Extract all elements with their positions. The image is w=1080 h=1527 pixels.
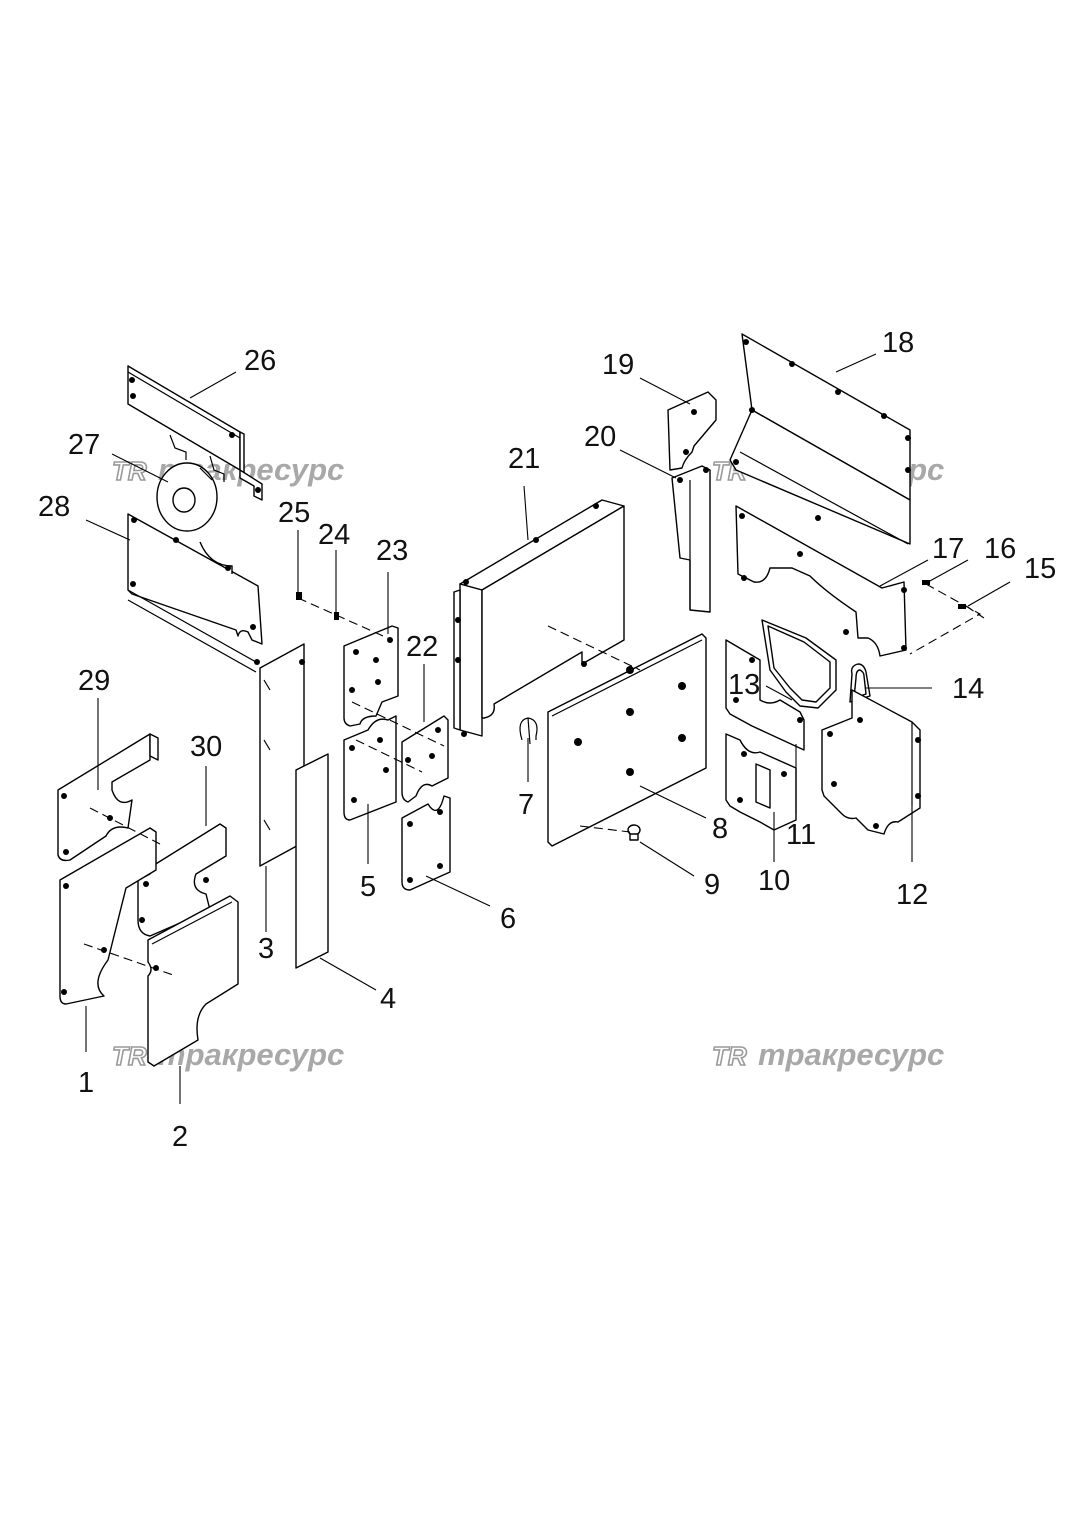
callout-24: 24: [318, 519, 350, 551]
watermark-logo: TR: [712, 1041, 747, 1071]
callout-26: 26: [244, 345, 276, 377]
leader-lines: [85, 353, 1011, 1104]
part-28-panel: [127, 513, 263, 673]
part-5-plate: [343, 715, 397, 821]
part-23-plate: [343, 625, 399, 727]
watermark-bottom-right: TR тракресурс: [711, 1037, 944, 1072]
callout-16: 16: [984, 533, 1016, 565]
callout-3: 3: [258, 933, 274, 965]
part-6-plate: [401, 795, 451, 891]
callout-2: 2: [172, 1121, 188, 1153]
callout-18: 18: [882, 327, 914, 359]
part-17-panel: [735, 505, 907, 657]
watermark-logo: TR: [112, 456, 147, 486]
callout-10: 10: [758, 865, 790, 897]
callout-8: 8: [712, 813, 728, 845]
callout-17: 17: [932, 533, 964, 565]
part-1-panel: [59, 827, 157, 1005]
part-26-panel: [127, 365, 263, 501]
part-25-bolt: [296, 592, 302, 600]
callout-30: 30: [190, 731, 222, 763]
part-13-gasket: [761, 619, 837, 709]
part-8-pad: [547, 633, 707, 847]
callout-20: 20: [584, 421, 616, 453]
part-11-plate: [725, 639, 805, 751]
part-20-channel: [671, 465, 711, 613]
alignment-lines: [83, 583, 985, 977]
part-29-bracket: [57, 733, 159, 862]
callout-6: 6: [500, 903, 516, 935]
part-15-bolt: [958, 604, 966, 609]
callout-7: 7: [518, 789, 534, 821]
callout-27: 27: [68, 429, 100, 461]
callout-29: 29: [78, 665, 110, 697]
part-12-panel: [821, 689, 921, 835]
part-4-strip-pad: [295, 753, 329, 969]
part-10-plate: [725, 733, 797, 831]
callout-23: 23: [376, 535, 408, 567]
callout-12: 12: [896, 879, 928, 911]
part-18-cover: [729, 333, 911, 545]
part-24-bolt: [334, 612, 339, 620]
callout-28: 28: [38, 491, 70, 523]
callout-5: 5: [360, 871, 376, 903]
callouts: 1 2 3 4 5 6 7 8 9 10 11 12 13 14 15 16 1…: [38, 327, 1056, 1153]
part-16-bolt: [922, 580, 930, 585]
callout-11: 11: [786, 819, 816, 851]
callout-9: 9: [704, 869, 720, 901]
part-21-box: [453, 499, 625, 737]
callout-4: 4: [380, 983, 396, 1015]
callout-21: 21: [508, 443, 540, 475]
watermark-bottom-left: TR тракресурс: [111, 1037, 344, 1072]
callout-22: 22: [406, 631, 438, 663]
part-7-clip: [519, 717, 538, 745]
part-22-plate: [401, 715, 449, 803]
part-27-round-plate: [156, 462, 218, 532]
callout-25: 25: [278, 497, 310, 529]
callout-13: 13: [728, 669, 760, 701]
callout-1: 1: [78, 1067, 94, 1099]
part-19-bracket: [667, 391, 717, 471]
watermark-logo: TR: [112, 1041, 147, 1071]
watermark-text: тракресурс: [758, 1037, 944, 1072]
callout-15: 15: [1024, 553, 1056, 585]
part-9-bolt: [627, 824, 641, 841]
callout-14: 14: [952, 673, 984, 705]
callout-19: 19: [602, 349, 634, 381]
